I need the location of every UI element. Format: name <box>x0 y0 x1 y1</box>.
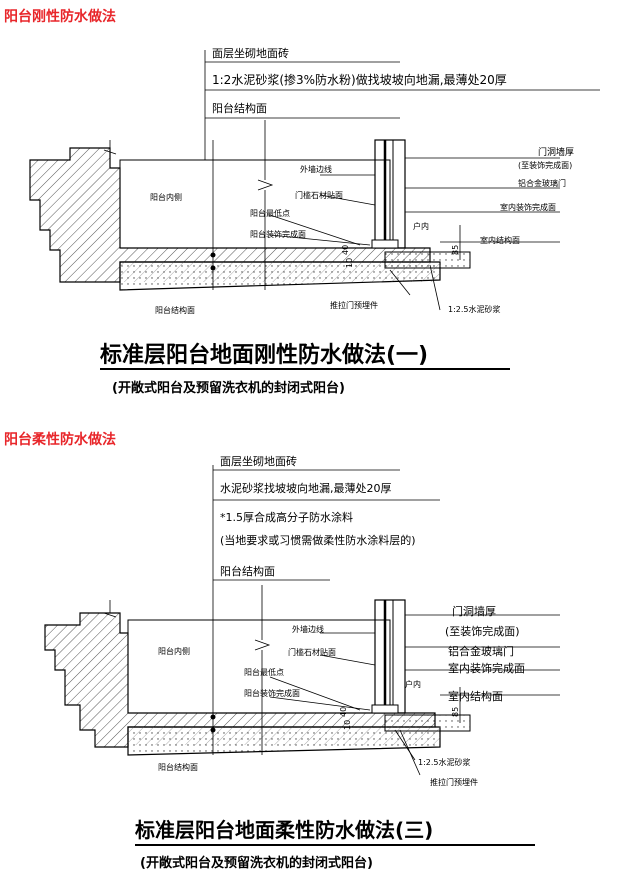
label-coating-note: (当地要求或习惯需做柔性防水涂料层的) <box>220 533 416 547</box>
label-indoor: 户内 <box>405 679 421 689</box>
label-balcony-lowest: 阳台最低点 <box>250 208 290 218</box>
section-heading: 阳台柔性防水做法 <box>4 432 116 448</box>
label-to-finish: (至装饰完成面) <box>518 160 572 170</box>
dim-40: 40 <box>341 245 350 255</box>
label-mortar-125: 1:2.5水泥砂浆 <box>418 757 471 767</box>
indoor-slab <box>384 714 471 732</box>
door-sill <box>371 704 399 714</box>
label-mortar: 水泥砂浆找坡坡向地漏,最薄处20厚 <box>220 481 392 495</box>
label-opening-thickness: 门洞墙厚 <box>452 604 496 618</box>
label-embedded: 推拉门预埋件 <box>330 300 378 310</box>
slab-hatch <box>128 727 440 745</box>
label-outer-wall-line: 外墙边线 <box>292 624 324 634</box>
label-floor-tile: 面层坐砌地面砖 <box>220 454 297 468</box>
slab-hatch <box>120 262 440 282</box>
rigid-waterproof-section: 阳台刚性防水做法 <box>0 0 632 425</box>
label-indoor: 户内 <box>413 221 429 231</box>
label-indoor-structure: 室内结构面 <box>448 689 503 703</box>
label-balcony-interior: 阳台内侧 <box>158 646 190 656</box>
label-indoor-finish: 室内装饰完成面 <box>500 202 556 212</box>
label-indoor-finish: 室内装饰完成面 <box>448 661 525 675</box>
label-structure-top: 阳台结构面 <box>212 101 267 115</box>
flexible-waterproof-section: 阳台柔性防水做法 <box>0 425 632 892</box>
door-sill <box>371 239 399 249</box>
flexible-detail-drawing: 面层坐砌地面砖 水泥砂浆找坡坡向地漏,最薄处20厚 *1.5厚合成高分子防水涂料… <box>44 454 560 871</box>
label-coating: *1.5厚合成高分子防水涂料 <box>220 510 353 524</box>
drawing-subtitle: (开敞式阳台及预留洗衣机的封闭式阳台) <box>112 380 345 396</box>
label-to-finish: (至装饰完成面) <box>445 624 520 638</box>
label-balcony-lowest: 阳台最低点 <box>244 667 284 677</box>
label-opening-thickness: 门洞墙厚 <box>538 146 574 158</box>
label-embedded: 推拉门预埋件 <box>430 777 478 787</box>
indoor-slab <box>384 251 471 269</box>
dim-10: 10 <box>345 258 354 268</box>
label-structure-bottom: 阳台结构面 <box>158 762 198 772</box>
rigid-detail-drawing: 面层坐砌地面砖 1:2水泥砂浆(掺3%防水粉)做找坡坡向地漏,最薄处20厚 阳台… <box>29 46 600 396</box>
label-mortar-125: 1:2.5水泥砂浆 <box>448 304 501 314</box>
balcony-interior-box <box>127 619 391 714</box>
label-door-sill: 门槛石材贴面 <box>295 190 343 200</box>
label-indoor-structure: 室内结构面 <box>480 235 520 245</box>
label-mortar: 1:2水泥砂浆(掺3%防水粉)做找坡坡向地漏,最薄处20厚 <box>212 72 507 87</box>
label-structure-bottom: 阳台结构面 <box>155 305 195 315</box>
drawing-title: 标准层阳台地面柔性防水做法(三) <box>135 818 433 842</box>
section-heading: 阳台刚性防水做法 <box>4 9 116 25</box>
label-alu-door: 铝合金玻璃门 <box>448 644 514 658</box>
label-alu-door: 铝合金玻璃门 <box>518 178 566 188</box>
label-balcony-finish: 阳台装饰完成面 <box>244 688 300 698</box>
label-balcony-finish: 阳台装饰完成面 <box>250 229 306 239</box>
label-outer-wall-line: 外墙边线 <box>300 164 332 174</box>
label-balcony-interior: 阳台内侧 <box>150 192 182 202</box>
dim-85: 85 <box>451 707 460 717</box>
label-door-sill: 门槛石材贴面 <box>288 647 336 657</box>
balcony-interior-box <box>119 159 391 249</box>
dim-40: 40 <box>339 707 348 717</box>
label-floor-tile: 面层坐砌地面砖 <box>212 46 289 60</box>
dim-85: 85 <box>451 245 460 255</box>
label-structure-top: 阳台结构面 <box>220 564 275 578</box>
drawing-title: 标准层阳台地面刚性防水做法(一) <box>100 342 428 368</box>
drawing-subtitle: (开敞式阳台及预留洗衣机的封闭式阳台) <box>140 855 373 871</box>
dim-10: 10 <box>343 720 352 730</box>
